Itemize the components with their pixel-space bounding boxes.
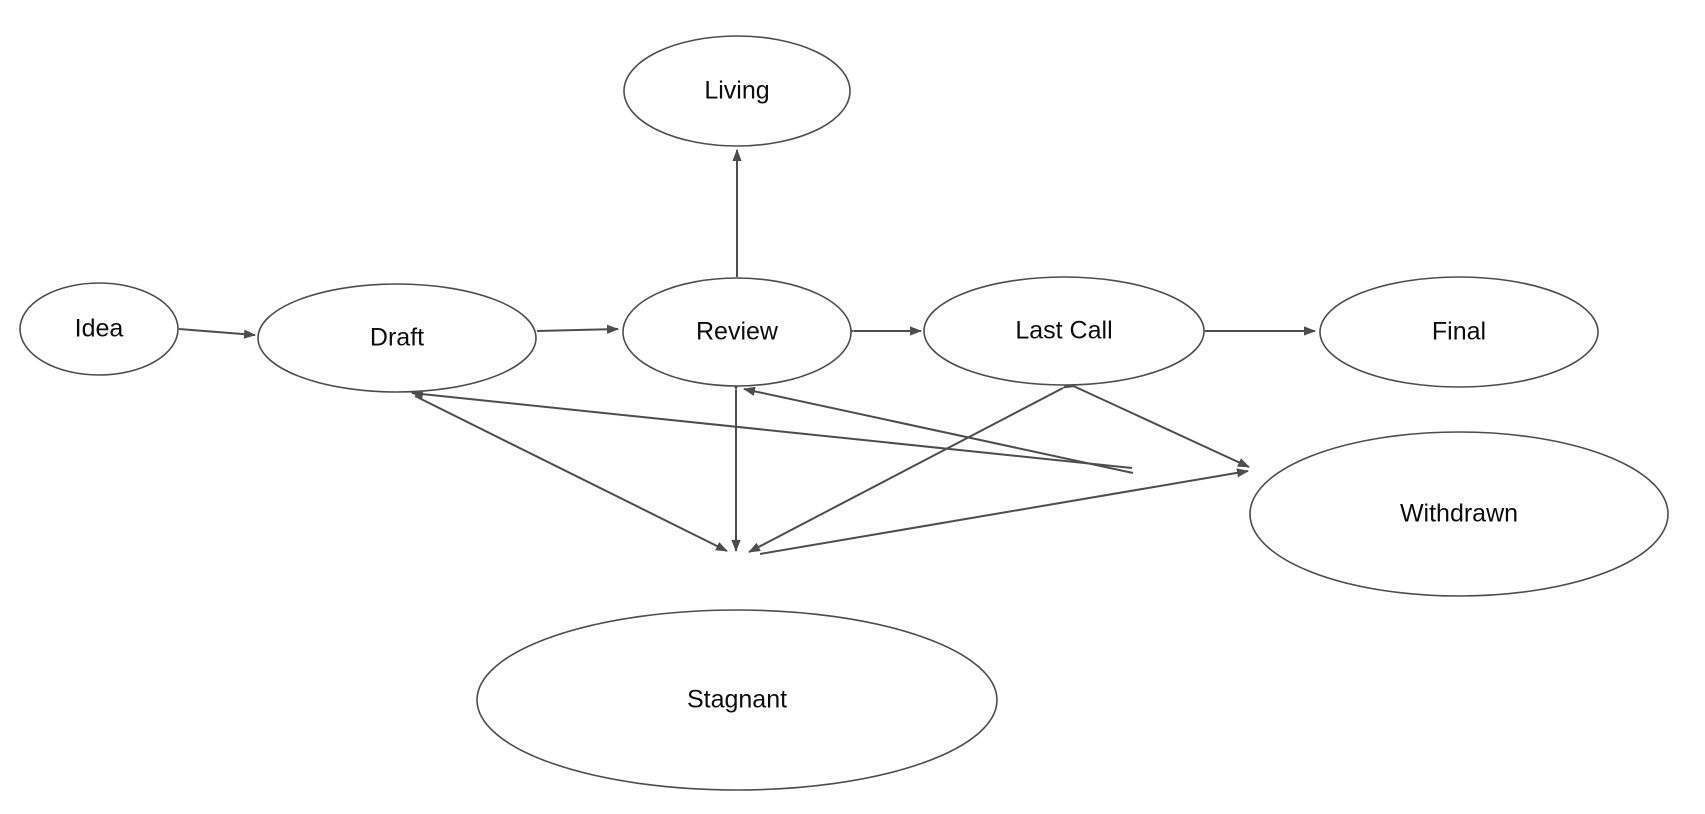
node-label-stagnant: Stagnant [687, 686, 787, 714]
node-review[interactable]: Review [622, 277, 852, 387]
node-shape-draft[interactable] [257, 283, 537, 393]
edge-stagnant-withdrawn [759, 468, 1249, 555]
node-label-review: Review [696, 318, 779, 346]
node-label-withdrawn: Withdrawn [1400, 500, 1518, 528]
node-label-lastcall: Last Call [1015, 317, 1112, 345]
node-lastcall[interactable]: Last Call [923, 276, 1205, 386]
node-stagnant[interactable]: Stagnant [476, 609, 998, 791]
node-shape-withdrawn[interactable] [1249, 431, 1669, 597]
node-shape-final[interactable] [1319, 276, 1599, 388]
node-draft[interactable]: Draft [257, 283, 537, 393]
node-shape-lastcall[interactable] [923, 276, 1205, 386]
node-label-living: Living [704, 77, 769, 105]
node-shape-stagnant[interactable] [476, 609, 998, 791]
node-shape-living[interactable] [623, 35, 851, 147]
edge-lastcall-stagnant [748, 378, 1075, 553]
node-label-idea: Idea [75, 315, 124, 343]
edge-draft-review [536, 324, 619, 334]
nodes-layer: Idea Draft Review Last Call Final LivingWithd… [19, 35, 1669, 791]
node-living[interactable]: Living [623, 35, 851, 147]
node-shape-idea[interactable] [19, 282, 179, 376]
node-withdrawn[interactable]: Withdrawn [1249, 431, 1669, 597]
node-label-draft: Draft [370, 324, 424, 352]
edge-stagnant-review [743, 386, 1134, 474]
edge-stagnant-draft [411, 389, 1133, 469]
node-shape-review[interactable] [622, 277, 852, 387]
node-idea[interactable]: Idea [19, 282, 179, 376]
edges-layer [178, 149, 1316, 555]
edge-draft-stagnant [414, 395, 728, 552]
edge-lastcall-withdrawn [1068, 383, 1250, 468]
node-final[interactable]: Final [1319, 276, 1599, 388]
node-label-final: Final [1432, 318, 1486, 346]
edge-idea-draft [178, 328, 256, 339]
